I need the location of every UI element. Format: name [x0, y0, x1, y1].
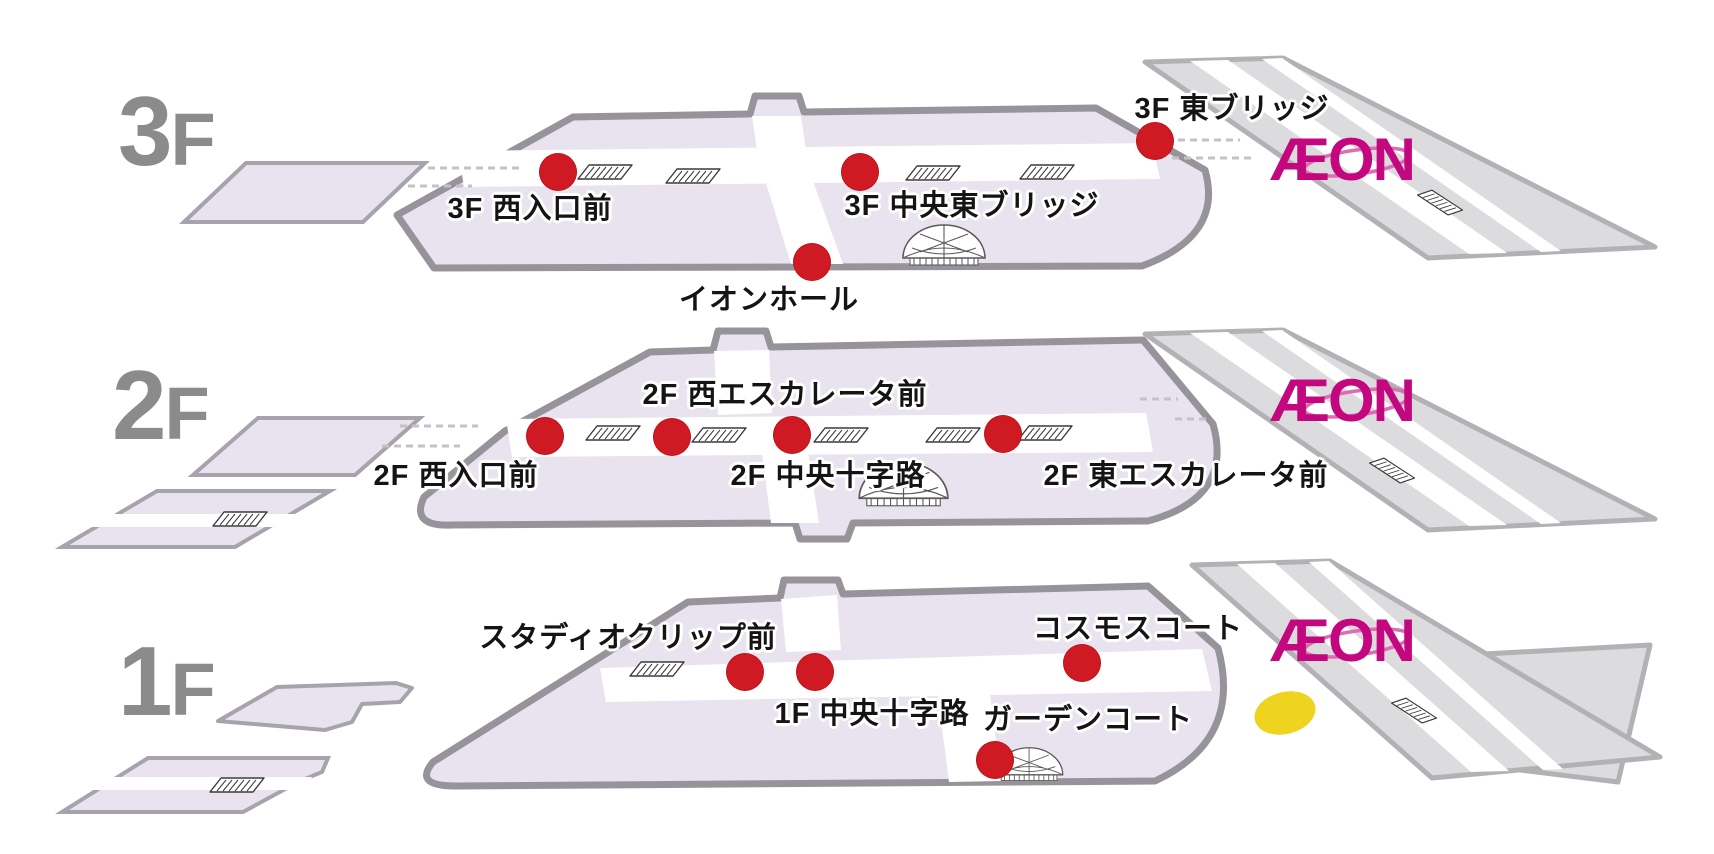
- floor-number: 2: [112, 350, 166, 460]
- marker-label-2f-central-crossing: 2F 中央十字路: [730, 460, 926, 492]
- marker-dot-cosmos-court[interactable]: [1063, 644, 1101, 682]
- aeon-logo-1f: ÆON: [1254, 607, 1430, 675]
- floor-number: 1: [118, 626, 172, 736]
- marker-label-garden-court: ガーデンコート: [982, 704, 1194, 736]
- marker-dot-2f-central-crossing[interactable]: [773, 416, 811, 454]
- aeon-logo-text: ÆON: [1270, 369, 1414, 434]
- marker-label-3f-east-bridge: 3F 東ブリッジ: [1134, 93, 1330, 125]
- marker-label-3f-central-east-bridge: 3F 中央東ブリッジ: [844, 190, 1100, 222]
- marker-dot-studio-clip-front[interactable]: [726, 653, 764, 691]
- marker-dot-2f-west-entrance[interactable]: [526, 417, 564, 455]
- floor-suffix: F: [170, 98, 216, 181]
- floor-suffix: F: [170, 648, 216, 731]
- marker-label-2f-east-escalator: 2F 東エスカレータ前: [1043, 460, 1329, 492]
- marker-dot-3f-east-bridge[interactable]: [1136, 122, 1174, 160]
- marker-dot-2f-west-escalator[interactable]: [653, 418, 691, 456]
- marker-dot-garden-court[interactable]: [976, 741, 1014, 779]
- marker-label-studio-clip-front: スタディオクリップ前: [479, 622, 777, 654]
- floor-label-3f: 3F: [118, 82, 216, 181]
- marker-dot-3f-west-entrance[interactable]: [539, 153, 577, 191]
- connector-dashes: [382, 397, 1210, 448]
- marker-label-cosmos-court: コスモスコート: [1032, 613, 1244, 645]
- aeon-building-3f: [1142, 55, 1658, 261]
- floor-1f-west-slab-upper: [216, 681, 414, 732]
- floor-label-1f: 1F: [118, 632, 216, 731]
- marker-label-ion-hall: イオンホール: [678, 284, 860, 316]
- aeon-logo-text: ÆON: [1270, 128, 1414, 193]
- marker-dot-3f-central-east-bridge[interactable]: [841, 153, 879, 191]
- marker-label-1f-central-crossing: 1F 中央十字路: [774, 698, 970, 730]
- aeon-building-1f: [1189, 558, 1663, 785]
- aeon-building-2f: [1142, 327, 1658, 533]
- marker-label-3f-west-entrance: 3F 西入口前: [447, 193, 613, 225]
- floor-number: 3: [118, 76, 172, 186]
- highlight-spot: [1254, 691, 1316, 735]
- marker-label-2f-west-escalator: 2F 西エスカレータ前: [642, 379, 928, 411]
- aeon-logo-2f: ÆON: [1254, 367, 1430, 435]
- marker-dot-2f-east-escalator[interactable]: [984, 415, 1022, 453]
- marker-dot-ion-hall[interactable]: [793, 243, 831, 281]
- floor-label-2f: 2F: [112, 356, 210, 455]
- floor-3f-map: [178, 92, 1252, 272]
- aeon-orbit-icon: [1302, 387, 1412, 419]
- aeon-logo-3f: ÆON: [1254, 126, 1430, 194]
- aeon-orbit-icon: [1302, 146, 1412, 178]
- aeon-orbit-icon: [1302, 627, 1412, 659]
- floor-2f-west-slab-upper: [187, 416, 426, 477]
- floor-3f-west-slab: [178, 161, 431, 224]
- floor-2f-map: [54, 327, 1221, 549]
- aeon-logo-text: ÆON: [1270, 609, 1414, 674]
- floor-suffix: F: [164, 372, 210, 455]
- marker-label-2f-west-entrance: 2F 西入口前: [373, 460, 539, 492]
- marker-dot-1f-central-crossing[interactable]: [796, 653, 834, 691]
